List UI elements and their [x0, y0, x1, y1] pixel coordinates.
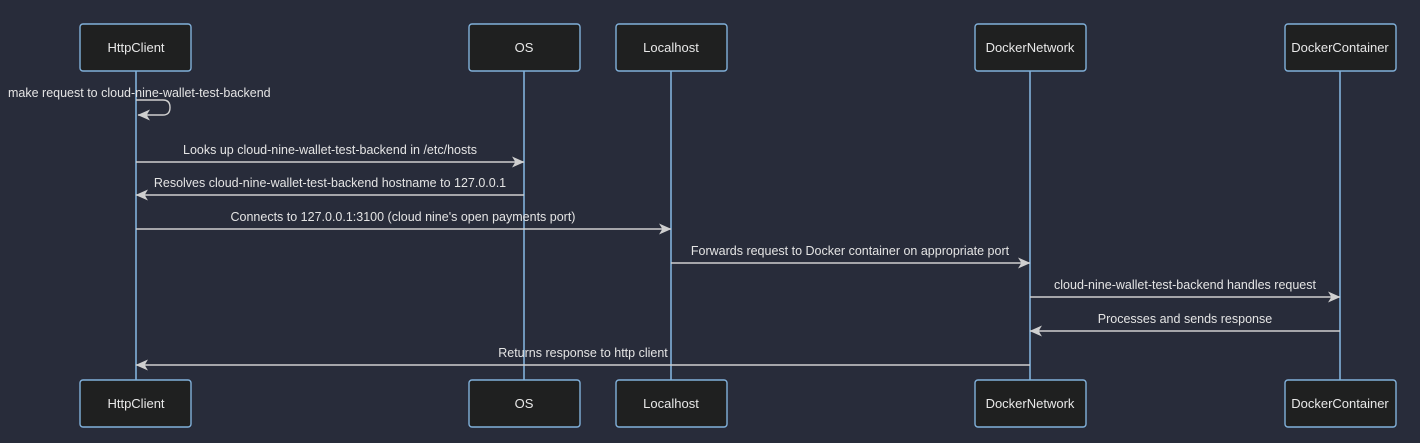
- message-2: Resolves cloud-nine-wallet-test-backend …: [135, 176, 524, 201]
- participant-os-bottom[interactable]: OS: [468, 379, 581, 428]
- message-label-5: cloud-nine-wallet-test-backend handles r…: [1054, 278, 1316, 292]
- participant-boxes-top: HttpClient OS Localhost DockerNetwork Docker…: [79, 23, 1397, 72]
- participant-box-localhost[interactable]: [615, 23, 728, 72]
- participant-box-dockernetwork[interactable]: [974, 23, 1087, 72]
- participant-label-os: OS: [515, 40, 534, 55]
- participant-dockercontainer-bottom[interactable]: DockerContainer: [1284, 379, 1397, 428]
- participant-box-httpclient[interactable]: [79, 23, 192, 72]
- participant-dockercontainer-top[interactable]: DockerContainer: [1284, 23, 1397, 72]
- messages-group: make request to cloud-nine-wallet-test-b…: [8, 86, 1341, 371]
- message-4: Forwards request to Docker container on …: [671, 244, 1031, 269]
- participant-label-httpclient: HttpClient: [107, 396, 164, 411]
- lifelines-group: [135, 71, 1341, 380]
- participant-httpclient-bottom[interactable]: HttpClient: [79, 379, 192, 428]
- message-label-2: Resolves cloud-nine-wallet-test-backend …: [154, 176, 506, 190]
- message-3: Connects to 127.0.0.1:3100 (cloud nine's…: [136, 210, 672, 235]
- participant-label-localhost: Localhost: [643, 396, 699, 411]
- participant-boxes-bottom: HttpClient OS Localhost DockerNetwork Docker…: [79, 379, 1397, 428]
- participant-box-localhost[interactable]: [615, 379, 728, 428]
- message-6: Processes and sends response: [1029, 312, 1340, 337]
- participant-box-dockercontainer[interactable]: [1284, 23, 1397, 72]
- message-label-7: Returns response to http client: [498, 346, 668, 360]
- participant-box-os[interactable]: [468, 379, 581, 428]
- participant-localhost-top[interactable]: Localhost: [615, 23, 728, 72]
- participant-os-top[interactable]: OS: [468, 23, 581, 72]
- message-0: make request to cloud-nine-wallet-test-b…: [8, 86, 271, 121]
- participant-label-dockernetwork: DockerNetwork: [986, 396, 1075, 411]
- participant-label-os: OS: [515, 396, 534, 411]
- participant-dockernetwork-top[interactable]: DockerNetwork: [974, 23, 1087, 72]
- message-label-6: Processes and sends response: [1098, 312, 1272, 326]
- participant-label-dockercontainer: DockerContainer: [1291, 396, 1389, 411]
- participant-label-dockernetwork: DockerNetwork: [986, 40, 1075, 55]
- message-line-self-0: [136, 99, 171, 121]
- participant-box-dockercontainer[interactable]: [1284, 379, 1397, 428]
- message-label-3: Connects to 127.0.0.1:3100 (cloud nine's…: [231, 210, 576, 224]
- message-label-1: Looks up cloud-nine-wallet-test-backend …: [183, 143, 477, 157]
- participant-label-localhost: Localhost: [643, 40, 699, 55]
- participant-label-httpclient: HttpClient: [107, 40, 164, 55]
- participant-httpclient-top[interactable]: HttpClient: [79, 23, 192, 72]
- participant-box-httpclient[interactable]: [79, 379, 192, 428]
- message-7: Returns response to http client: [135, 346, 1030, 371]
- participant-label-dockercontainer: DockerContainer: [1291, 40, 1389, 55]
- message-label-4: Forwards request to Docker container on …: [691, 244, 1010, 258]
- participant-box-os[interactable]: [468, 23, 581, 72]
- participant-box-dockernetwork[interactable]: [974, 379, 1087, 428]
- participant-localhost-bottom[interactable]: Localhost: [615, 379, 728, 428]
- message-1: Looks up cloud-nine-wallet-test-backend …: [136, 143, 525, 168]
- participant-dockernetwork-bottom[interactable]: DockerNetwork: [974, 379, 1087, 428]
- message-5: cloud-nine-wallet-test-backend handles r…: [1030, 278, 1341, 303]
- message-label-0: make request to cloud-nine-wallet-test-b…: [8, 86, 271, 100]
